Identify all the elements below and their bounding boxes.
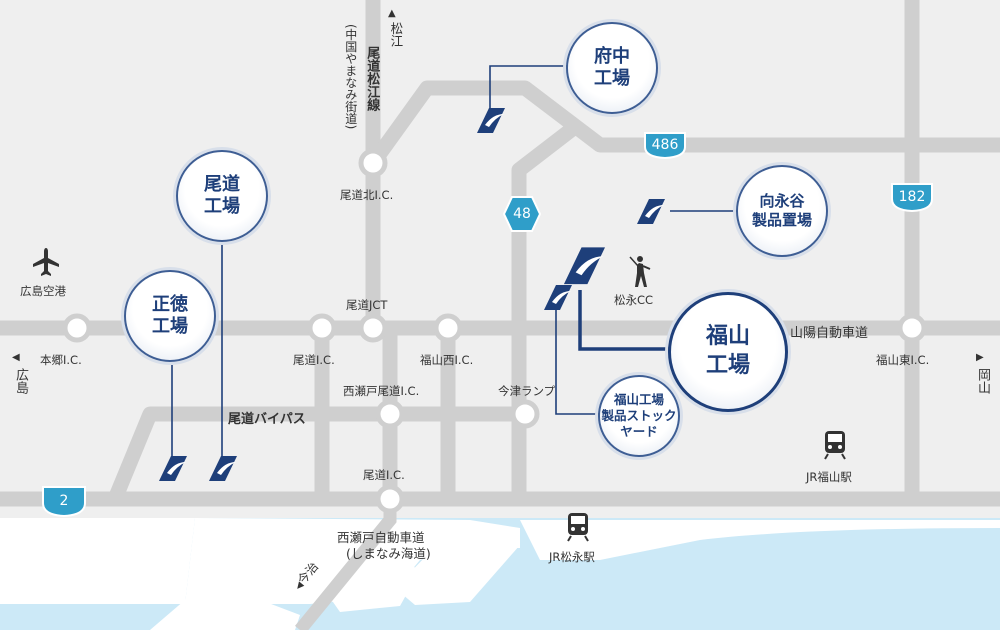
route-2-label: 2: [59, 493, 69, 509]
hiroshima-label: 広島: [12, 368, 28, 394]
fukuyama-nishi-ic-label: 福山西I.C.: [420, 353, 474, 367]
mukainaya-storage-bubble[interactable]: 向永谷 製品置場: [736, 165, 828, 257]
fukuyama-higashi-ic-label: 福山東I.C.: [876, 353, 930, 367]
jr-matsunaga-label: JR松永駅: [549, 550, 595, 564]
arrow-right-icon: ▶: [976, 352, 984, 363]
company-logo-icon: [637, 199, 665, 224]
onomichi-kita-ic-label: 尾道北I.C.: [340, 188, 394, 202]
route-486-shield: 486: [643, 131, 687, 160]
fukuyama-factory-bubble[interactable]: 福山 工場: [668, 292, 788, 412]
stock-yard-line3: ヤード: [620, 424, 658, 440]
fuchu-factory-bubble[interactable]: 府中 工場: [566, 22, 658, 114]
golfer-icon: [629, 256, 651, 287]
onomichi-line2: 工場: [204, 196, 240, 217]
route-2-shield: 2: [41, 485, 87, 518]
company-logo-icon: [563, 247, 605, 285]
shimanami-label: (しまなみ海道): [346, 546, 431, 561]
shotoku-line1: 正徳: [152, 293, 188, 315]
arrow-up-icon: ▲: [388, 8, 396, 19]
jr-fukuyama-label: JR福山駅: [806, 470, 852, 484]
airplane-icon: [33, 248, 59, 276]
company-logo-icon: [544, 285, 572, 310]
matsue-label: 松江: [388, 22, 404, 47]
imazu-ramp-label: 今津ランプ: [498, 384, 556, 398]
route-182-shield: 182: [890, 182, 934, 213]
fukuyama-line1: 福山: [705, 324, 750, 350]
route-48-label: 48: [513, 206, 531, 222]
nishiseto-onomichi-ic-label: 西瀬戸尾道I.C.: [343, 384, 420, 398]
route-name-main: 尾道松江線: [364, 46, 380, 111]
fuchu-line1: 府中: [594, 45, 630, 67]
route-name-sub: (中国やまなみ街道): [343, 24, 358, 130]
onomichi-bypass-label: 尾道バイパス: [228, 412, 306, 427]
company-logo-icon: [159, 456, 187, 481]
nishiseto-expressway-label: 西瀬戸自動車道: [337, 530, 425, 545]
company-logo-icon: [209, 456, 237, 481]
fukuyama-line2: 工場: [705, 353, 750, 378]
route-48-shield: 48: [502, 195, 542, 233]
matsunaga-cc-label: 松永CC: [614, 293, 654, 307]
hongo-ic-label: 本郷I.C.: [40, 353, 82, 367]
shotoku-factory-bubble[interactable]: 正徳 工場: [124, 270, 216, 362]
company-logo-icon: [477, 108, 505, 133]
fuchu-line2: 工場: [594, 68, 630, 89]
shotoku-line2: 工場: [152, 316, 188, 337]
sanyo-expressway-label: 山陽自動車道: [790, 326, 869, 341]
stock-yard-line2: 製品ストック: [601, 407, 677, 423]
onomichi-jct-label: 尾道JCT: [346, 298, 388, 312]
stock-yard-line1: 福山工場: [613, 391, 664, 407]
train-icon: [824, 431, 846, 460]
onomichi-ic-lower-label: 尾道I.C.: [363, 468, 405, 482]
route-486-label: 486: [651, 137, 679, 153]
train-icon: [567, 513, 589, 542]
onomichi-line1: 尾道: [204, 173, 240, 195]
route-182-label: 182: [898, 189, 926, 205]
stock-yard-bubble[interactable]: 福山工場 製品ストック ヤード: [598, 375, 680, 457]
mukainaya-line2: 製品置場: [751, 211, 812, 229]
onomichi-ic-upper-label: 尾道I.C.: [293, 353, 335, 367]
arrow-left-icon: ◀: [12, 352, 20, 363]
onomichi-factory-bubble[interactable]: 尾道 工場: [176, 150, 268, 242]
hiroshima-airport-label: 広島空港: [20, 284, 66, 298]
mukainaya-line1: 向永谷: [759, 192, 805, 211]
okayama-label: 岡山: [974, 368, 990, 394]
